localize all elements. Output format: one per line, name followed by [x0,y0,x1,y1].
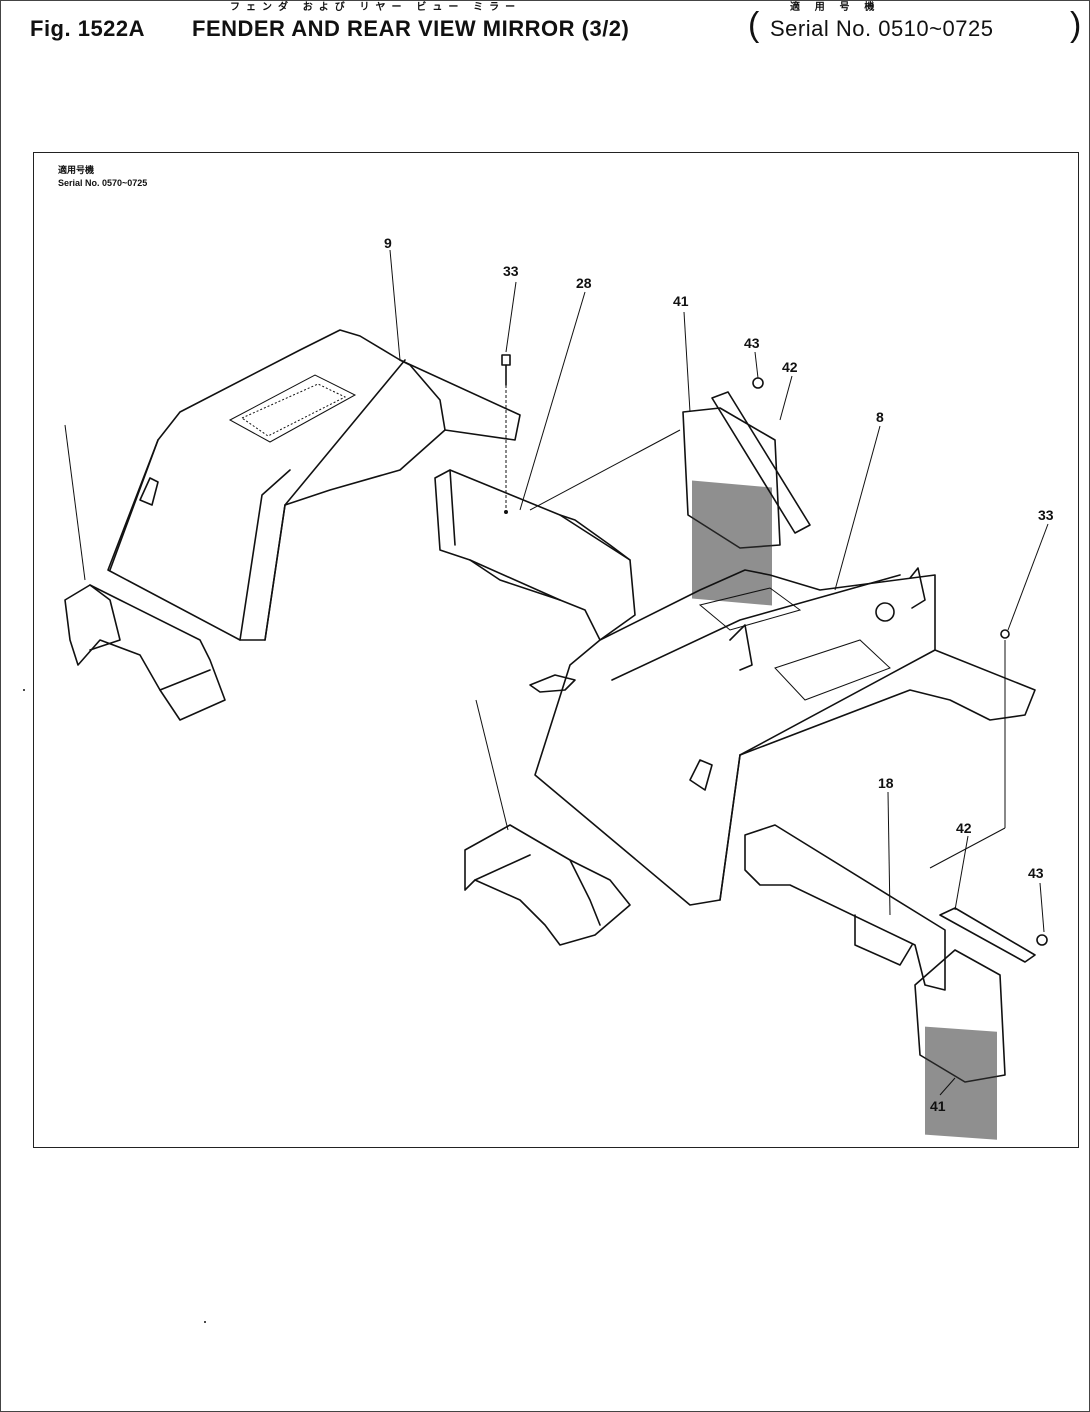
bolt-33-upper [501,354,511,514]
callout-43-lower: 43 [1028,865,1044,881]
right-fender-guard [464,824,631,946]
figure-number: Fig. 1522A [30,16,146,41]
callout-28: 28 [576,275,592,291]
callout-42-lower: 42 [956,820,972,836]
frame-caption: 適用号機 Serial No. 0570~0725 [58,164,147,190]
figure-title: FENDER AND REAR VIEW MIRROR (3/2) [192,16,630,41]
right-fender [529,567,1036,906]
callout-18: 18 [878,775,894,791]
japanese-serial-caption: 適 用 号 機 [790,2,881,13]
stray-mark [23,689,25,691]
japanese-title: フェンダ および リヤー ビュー ミラー [230,2,522,13]
stay-18 [744,824,946,991]
mirror-41-upper [682,407,781,606]
callout-9: 9 [384,235,392,251]
callout-42-upper: 42 [782,359,798,375]
serial-range: Serial No. 0510~0725 [770,16,994,41]
stray-mark [204,1321,206,1323]
left-fender-guard [64,584,226,721]
bolt-33-lower [929,629,1010,869]
frame-caption-jp: 適用号機 [58,165,95,175]
frame-caption-serial: Serial No. 0570~0725 [58,178,148,188]
callout-43-upper: 43 [744,335,760,351]
bracket-28 [434,469,636,641]
callout-41-upper: 41 [673,293,689,309]
figure-header: フェンダ および リヤー ビュー ミラー 適 用 号 機 Fig. 1522A … [30,2,1082,44]
bracket-42-lower [939,907,1048,963]
callout-8: 8 [876,409,884,425]
callout-41-lower: 41 [930,1098,946,1114]
callout-33-upper: 33 [503,263,519,279]
mirror-41-lower [914,949,1006,1140]
serial-bracket-close: ) [1070,6,1082,44]
callout-labels: 9 33 28 41 43 42 8 33 18 42 43 41 [384,235,1054,1114]
left-fender [107,329,521,641]
callout-33-lower: 33 [1038,507,1054,523]
serial-bracket-open: ( [748,6,760,44]
diagram-frame [33,152,1079,1148]
leader-lines [64,249,1049,1096]
